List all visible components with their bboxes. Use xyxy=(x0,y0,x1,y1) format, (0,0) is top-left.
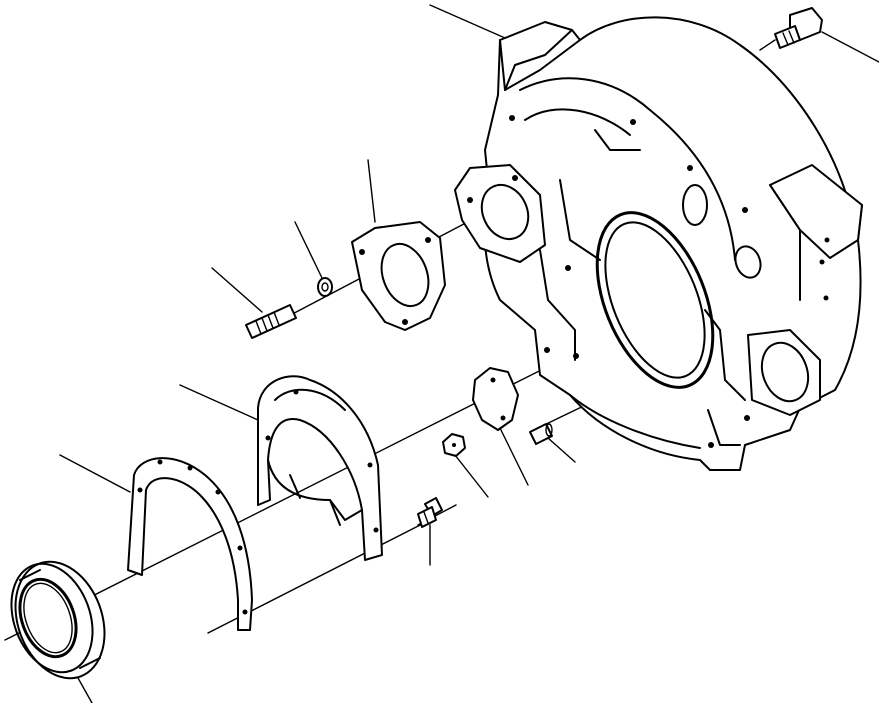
flywheel-housing xyxy=(454,16,863,471)
access-cover xyxy=(472,367,519,431)
seal-gasket xyxy=(127,457,253,631)
leader-lines xyxy=(59,4,879,703)
seal-housing-bolt xyxy=(417,497,443,528)
leader-access-cover xyxy=(499,427,529,486)
oil-seal xyxy=(10,560,106,680)
cover-bolt xyxy=(442,433,466,457)
leader-oil-seal xyxy=(77,677,93,703)
leader-flywheel-housing xyxy=(429,4,506,39)
leader-stud-bolt xyxy=(211,267,263,313)
rear-seal-housing xyxy=(257,375,383,561)
leader-housing-bolt xyxy=(821,31,879,63)
stud-bolt xyxy=(245,304,297,339)
lock-washer xyxy=(317,277,333,297)
leader-dowel-pin xyxy=(547,437,576,463)
leader-seal-gasket xyxy=(59,454,131,493)
cover-plate xyxy=(351,221,446,331)
leader-rear-seal-housing xyxy=(179,384,259,421)
leader-cover-bolt xyxy=(454,454,489,498)
housing-bolt xyxy=(774,7,823,49)
leader-cover-plate xyxy=(367,159,376,223)
dowel-pin xyxy=(529,423,553,445)
leader-lock-washer xyxy=(294,221,323,279)
